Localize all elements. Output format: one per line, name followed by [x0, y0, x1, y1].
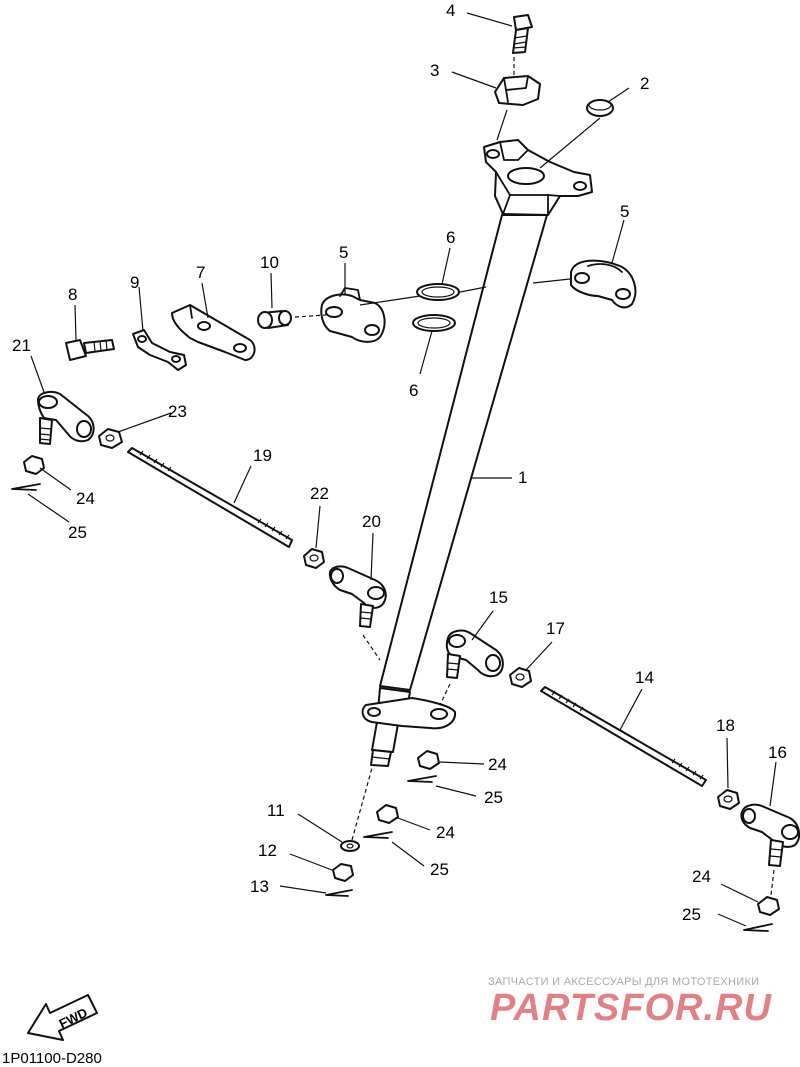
part-25-pin-center-upper: [407, 775, 437, 783]
callout-23: 23: [168, 402, 187, 421]
callout-19: 19: [253, 446, 272, 465]
part-11-washer: [340, 840, 360, 852]
part-24-nut-right: [757, 896, 780, 916]
part-18-nut: [717, 789, 740, 810]
part-25-pin-center-lower: [363, 831, 393, 839]
callout-5-left: 5: [339, 243, 348, 262]
part-16-tie-rod-end: [740, 803, 800, 867]
callout-2: 2: [640, 74, 649, 93]
callout-13: 13: [250, 877, 269, 896]
part-17-nut: [509, 667, 532, 688]
watermark-tagline: ЗАПЧАСТИ И АКСЕССУАРЫ ДЛЯ МОТОТЕХНИКИ: [488, 976, 759, 988]
callout-10: 10: [260, 253, 279, 272]
part-20-tie-rod-end: [328, 565, 387, 628]
callout-11: 11: [267, 801, 285, 820]
callout-6-lower: 6: [409, 381, 418, 400]
callout-18: 18: [716, 716, 735, 735]
part-12-nut: [332, 863, 354, 882]
callout-25-right: 25: [682, 905, 701, 924]
part-25-pin-left: [11, 483, 41, 491]
callout-25-center-upper: 25: [484, 788, 503, 807]
part-21-tie-rod-end: [37, 391, 95, 445]
callout-15: 15: [489, 588, 508, 607]
part-7-plate: [171, 304, 256, 361]
part-5-left-clamp: [320, 287, 386, 343]
callout-8: 8: [68, 285, 77, 304]
callout-16: 16: [768, 743, 787, 762]
leader-lines: [27, 12, 777, 927]
callout-24-center-upper: 24: [488, 755, 507, 774]
part-6-upper-circlip: [416, 283, 460, 301]
watermark-brand: PARTSFOR.RU: [490, 987, 772, 1029]
part-3-clamp: [494, 75, 541, 106]
callout-25-left: 25: [68, 523, 87, 542]
callout-5-right: 5: [620, 202, 629, 221]
callout-24-center-lower: 24: [436, 823, 455, 842]
callout-12: 12: [258, 841, 277, 860]
part-2-cap: [586, 99, 614, 117]
callout-20: 20: [362, 512, 381, 531]
callout-6-upper: 6: [446, 228, 455, 247]
part-15-tie-rod-end: [445, 629, 504, 679]
callout-numbers: 1 2 3 4 5 5 6 6 7 8 9 10 11 12 13 14 15 …: [12, 1, 787, 924]
part-8-bolt: [65, 339, 115, 361]
fwd-arrow-icon: FWD: [27, 994, 98, 1041]
part-6-lower-circlip: [412, 314, 456, 332]
callout-7: 7: [196, 263, 205, 282]
callout-24-left: 24: [76, 489, 95, 508]
callout-21: 21: [12, 336, 31, 355]
part-5-right-clamp: [570, 259, 637, 309]
part-10-collar: [257, 310, 292, 329]
part-24-nut-left: [23, 455, 45, 475]
part-19-tie-rod: [127, 447, 293, 548]
callout-17: 17: [546, 619, 565, 638]
callout-14: 14: [635, 668, 654, 687]
steering-shaft: [351, 214, 548, 841]
part-23-nut: [98, 428, 123, 449]
diagram-code: 1P01100-D280: [2, 1050, 102, 1067]
part-14-tie-rod: [540, 686, 707, 787]
callout-22: 22: [310, 484, 329, 503]
upper-shaft-bracket: [483, 139, 593, 216]
callout-24-right: 24: [692, 867, 711, 886]
part-9-lock-washer: [132, 329, 187, 371]
part-24-nut-center-lower: [376, 804, 399, 824]
part-24-nut-center-upper: [417, 750, 440, 770]
part-25-pin-right: [743, 923, 773, 932]
callout-25-center-lower: 25: [430, 860, 449, 879]
part-4-bolt: [512, 14, 533, 54]
watermark: ЗАПЧАСТИ И АКСЕССУАРЫ ДЛЯ МОТОТЕХНИКИ PA…: [488, 976, 772, 1029]
callout-9: 9: [130, 273, 139, 292]
callout-3: 3: [430, 61, 439, 80]
part-22-nut: [303, 548, 325, 569]
callout-4: 4: [446, 1, 455, 20]
part-13-pin: [325, 889, 353, 897]
callout-1: 1: [518, 468, 527, 487]
